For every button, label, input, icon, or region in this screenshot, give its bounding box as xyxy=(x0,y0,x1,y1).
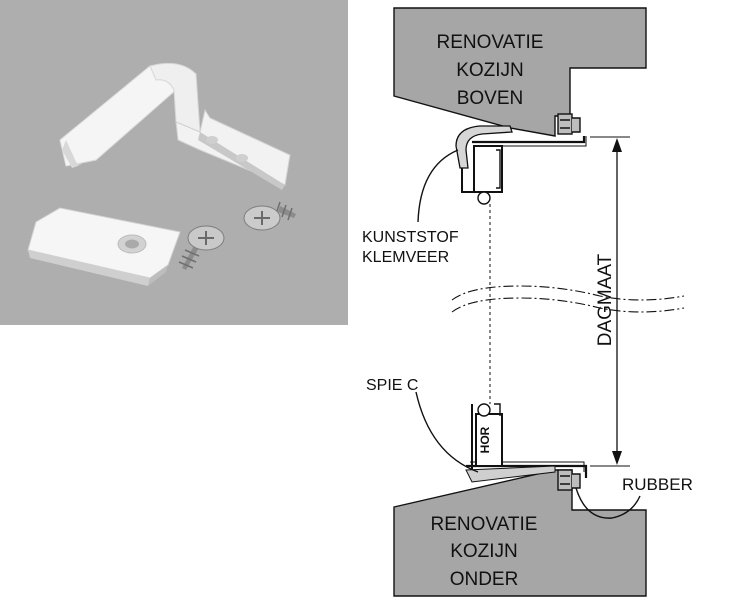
wedge-c xyxy=(465,465,556,483)
clip-label-line-2: KLEMVEER xyxy=(362,249,449,266)
rubber-leader-line xyxy=(575,487,641,519)
l-bracket-part xyxy=(59,62,291,190)
bottom-frame-line-2: KOZIJN xyxy=(450,541,518,562)
screen-label: HOR xyxy=(478,426,492,453)
bottom-profile xyxy=(466,403,588,478)
rubber-label: RUBBER xyxy=(622,475,693,494)
screw-part xyxy=(178,225,225,270)
top-frame-line-3: BOVEN xyxy=(457,88,524,109)
bottom-frame-line-1: RENOVATIE xyxy=(431,514,538,535)
product-photo xyxy=(0,0,348,325)
bracket-hole xyxy=(206,136,218,144)
plastic-clip-spring xyxy=(455,125,513,169)
bracket-hole xyxy=(236,154,248,162)
photo-background xyxy=(0,0,348,325)
bottom-frame-label: RENOVATIE KOZIJN ONDER xyxy=(431,514,538,590)
clip-label-line-1: KUNSTSTOF xyxy=(362,229,459,246)
clear-opening-dimension xyxy=(590,136,630,467)
wedge-part xyxy=(27,207,181,286)
wedge-leader-line xyxy=(415,391,479,473)
top-frame-line-1: RENOVATIE xyxy=(437,32,544,53)
clip-label: KUNSTSTOF KLEMVEER xyxy=(362,229,459,266)
top-frame-label: RENOVATIE KOZIJN BOVEN xyxy=(437,32,544,109)
top-frame-line-2: KOZIJN xyxy=(456,60,524,81)
top-rubber-seal xyxy=(557,113,581,135)
break-lines xyxy=(451,285,685,313)
top-profile xyxy=(461,136,587,205)
cross-section-diagram xyxy=(393,7,685,597)
bottom-rubber-seal xyxy=(557,469,581,491)
bottom-screen-roller xyxy=(477,403,491,417)
clip-leader-line xyxy=(417,149,459,223)
top-screen-roller xyxy=(477,191,491,205)
wedge-label: SPIE C xyxy=(366,377,418,394)
screw-part xyxy=(243,201,296,231)
bottom-frame-line-3: ONDER xyxy=(450,569,519,590)
clear-opening-label: DAGMAAT xyxy=(595,253,616,346)
